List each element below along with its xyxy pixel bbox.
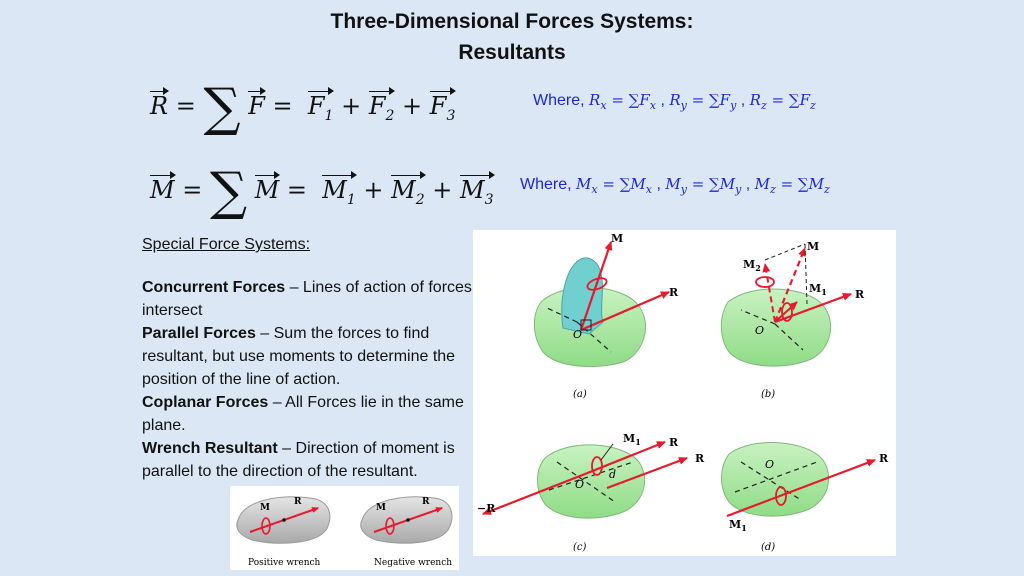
fig-b-label-R: R (855, 288, 865, 301)
fig-d-label-O: O (765, 458, 774, 471)
negative-wrench-M: M (376, 503, 386, 513)
fig-c-label-d: d (609, 468, 616, 481)
system-concurrent: Concurrent Forces – Lines of action of f… (142, 279, 472, 319)
title-line-1: Three-Dimensional Forces Systems: (330, 10, 694, 33)
negative-wrench (360, 496, 453, 544)
fig-c-label-R1: R (669, 436, 679, 449)
positive-wrench-R: R (294, 497, 302, 507)
fig-a-caption: (a) (573, 389, 587, 400)
positive-wrench-M: M (260, 503, 270, 513)
title-line-2: Resultants (458, 41, 566, 64)
where-m-prefix: Where, (520, 176, 572, 193)
negative-wrench-caption: Negative wrench (374, 558, 452, 568)
negative-wrench-R: R (422, 497, 430, 507)
force-systems-figure: M R O (a) M M2 M1 R O (b) (473, 230, 896, 556)
resultant-force-equation: R = ∑ F = F1 + F2 + F3 (150, 78, 456, 138)
special-systems-list: Concurrent Forces – Lines of action of f… (142, 276, 472, 483)
eq-r-summand: F (248, 87, 266, 120)
eq-r-term-2: F2 (368, 87, 395, 124)
eq-m-term-2: M2 (391, 171, 426, 208)
where-r-prefix: Where, (533, 92, 585, 109)
eq-r-sum: ∑ (203, 78, 241, 138)
fig-b-caption: (b) (761, 389, 775, 400)
eq-m-term-3: M3 (460, 171, 495, 208)
special-systems-heading: Special Force Systems: (142, 236, 311, 253)
eq-r-lhs: R (150, 87, 170, 120)
figure-a (534, 241, 670, 368)
fig-c-label-M1: M1 (623, 432, 641, 447)
positive-wrench-caption: Positive wrench (248, 558, 321, 568)
fig-d-label-M1: M1 (729, 518, 747, 533)
eq-m-lhs: M (150, 171, 176, 204)
fig-b-label-M: M (807, 240, 819, 253)
eq-m-term-1: M1 (322, 171, 357, 208)
fig-c-label-negR: −R (477, 502, 496, 515)
positive-wrench (236, 496, 331, 544)
system-parallel: Parallel Forces – Sum the forces to find… (142, 325, 456, 388)
wrench-illustration-svg: M R Positive wrench M R Negative wrench (236, 496, 453, 568)
fig-a-label-M: M (611, 232, 623, 245)
system-wrench: Wrench Resultant – Direction of moment i… (142, 440, 455, 480)
fig-a-label-O: O (573, 328, 582, 341)
figure-d (721, 442, 876, 518)
eq-r-term-1: F1 (307, 87, 335, 124)
eq-m-sum: ∑ (209, 162, 248, 222)
fig-b-label-O: O (755, 324, 764, 337)
resultant-components: Where, Rx = ∑Fx , Ry = ∑Fy , Rz = ∑Fz (533, 91, 816, 112)
fig-d-label-R: R (879, 452, 889, 465)
fig-c-label-O: O (575, 478, 584, 491)
eq-r-term-3: F3 (429, 87, 456, 124)
fig-c-caption: (c) (573, 542, 587, 553)
fig-a-label-R: R (669, 286, 679, 299)
figure-b (720, 243, 852, 367)
fig-d-caption: (d) (761, 542, 775, 553)
fig-b-label-M1: M1 (809, 282, 827, 297)
wrench-illustration: M R Positive wrench M R Negative wrench (230, 486, 459, 570)
eq-m-summand: M (254, 171, 280, 204)
slide-title: Three-Dimensional Forces Systems: Result… (0, 6, 1024, 68)
fig-c-label-R2: R (695, 452, 705, 465)
figure-c (482, 440, 688, 519)
resultant-moment-equation: M = ∑ M = M1 + M2 + M3 (150, 162, 495, 222)
force-systems-figure-svg: M R O (a) M M2 M1 R O (b) (477, 232, 889, 553)
fig-b-label-M2: M2 (743, 258, 761, 273)
moment-components: Where, Mx = ∑Mx , My = ∑My , Mz = ∑Mz (520, 175, 830, 196)
system-coplanar: Coplanar Forces – All Forces lie in the … (142, 394, 464, 434)
